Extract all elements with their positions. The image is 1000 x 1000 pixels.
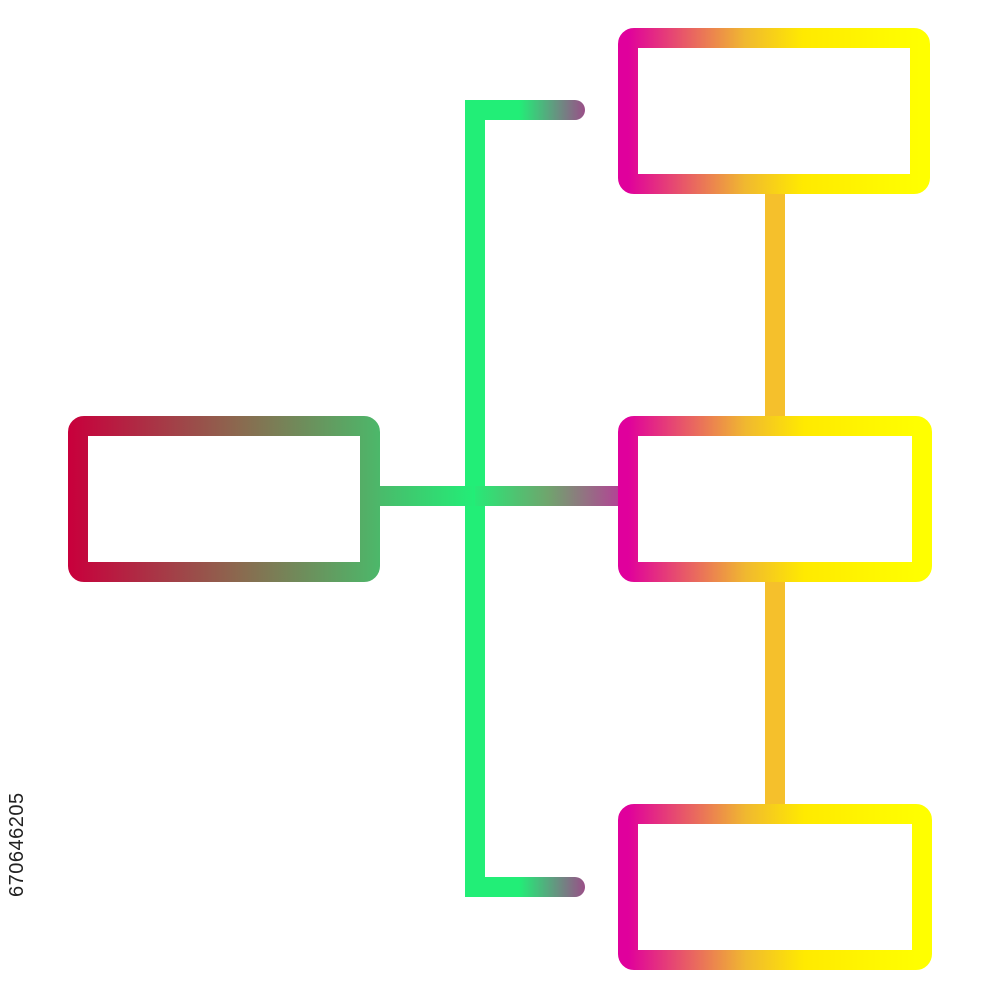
middle-node-box <box>618 416 932 582</box>
stock-id-watermark: 670646205 <box>6 792 28 898</box>
top-node-box <box>618 28 930 194</box>
bottom-node-box <box>618 804 932 970</box>
root-node-box <box>68 416 380 582</box>
